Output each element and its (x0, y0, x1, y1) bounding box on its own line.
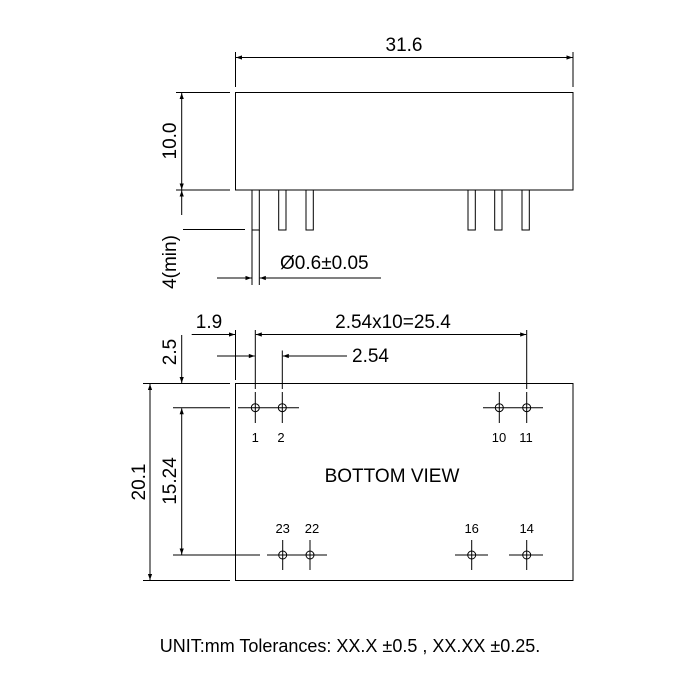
pin-hole-14: 14 (519, 521, 534, 570)
pin-length-dimension: 4(min) (160, 190, 245, 289)
pin-label: 16 (464, 521, 478, 536)
module-body-bottom (235, 383, 574, 581)
pin (305, 189, 314, 231)
width-dim-label: 31.6 (386, 35, 423, 56)
pin-label: 11 (519, 430, 533, 445)
pin-label: 14 (519, 521, 533, 536)
height-dim-label: 10.0 (160, 123, 181, 160)
side-view: 31.6 10.0 4(min) Ø0.6±0.05 (160, 35, 574, 289)
pin-pitch-dim-label: 2.54 (352, 346, 389, 367)
pin-label: 2 (277, 430, 284, 445)
pin (467, 189, 476, 231)
top-edge-dimension: 2.5 (143, 335, 230, 384)
height-dimension: 10.0 (160, 92, 230, 191)
pin-hole-16: 16 (464, 521, 479, 570)
pin-label: 23 (275, 521, 289, 536)
pin-span-dimension: 2.54x10=25.4 (254, 312, 528, 389)
row-spacing-dim-label: 15.24 (160, 457, 181, 505)
pin-hole-22: 22 (305, 521, 319, 570)
pin (251, 189, 260, 231)
pin-hole-10: 10 (492, 392, 506, 445)
pin-label: 10 (492, 430, 506, 445)
edge-to-pin1-dim-label: 1.9 (196, 312, 222, 333)
pin-pitch-dimension: 2.54 (217, 346, 389, 389)
row-spacing-dimension: 15.24 (160, 407, 260, 556)
top-edge-dim-label: 2.5 (160, 339, 181, 365)
bottom-view: BOTTOM VIEW 1.9 2.54x10=25.4 2.54 2.5 (129, 312, 574, 581)
pins-side (251, 189, 530, 231)
pin-diameter-dim-label: Ø0.6±0.05 (280, 253, 369, 274)
pin-span-dim-label: 2.54x10=25.4 (335, 312, 451, 333)
pin-row-top: 1 2 10 11 (238, 392, 543, 445)
depth-dim-label: 20.1 (129, 464, 150, 501)
pin-length-dim-label: 4(min) (160, 235, 181, 289)
module-body-side (235, 92, 574, 191)
pin-hole-2: 2 (277, 392, 287, 445)
pin-hole-1: 1 (250, 392, 260, 445)
edge-to-pin1-dimension: 1.9 (191, 312, 236, 380)
depth-dimension: 20.1 (129, 384, 230, 581)
pin (278, 189, 287, 231)
bottom-view-title: BOTTOM VIEW (325, 466, 460, 487)
pin-hole-11: 11 (519, 392, 533, 445)
width-dimension: 31.6 (235, 35, 574, 87)
pin-diameter-dimension: Ø0.6±0.05 (217, 230, 381, 285)
pin (494, 189, 503, 231)
pin-hole-23: 23 (275, 521, 290, 570)
pin (521, 189, 530, 231)
pin-label: 1 (252, 430, 259, 445)
pin-label: 22 (305, 521, 319, 536)
pin-row-bottom: 23 22 16 14 (267, 521, 543, 570)
units-tolerance-note: UNIT:mm Tolerances: XX.X ±0.5 , XX.XX ±0… (160, 636, 541, 656)
